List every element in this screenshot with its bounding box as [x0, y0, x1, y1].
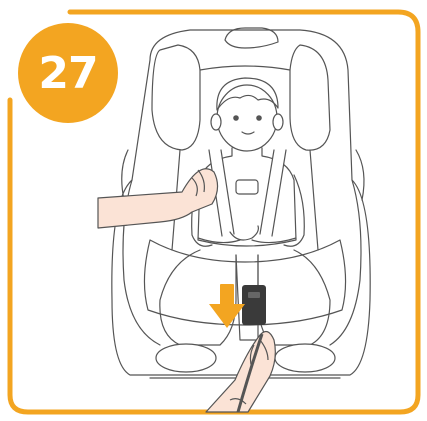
child-leg-right — [258, 250, 330, 345]
helper-hand-top — [98, 169, 218, 228]
seat-side-right — [330, 180, 361, 345]
step-badge: 27 — [18, 23, 118, 123]
step-number: 27 — [38, 52, 97, 96]
headrest-handle — [225, 28, 278, 48]
headrest-left-wing — [152, 45, 200, 150]
harness-strap-right — [266, 150, 280, 235]
headrest-right-wing — [290, 45, 330, 150]
chest-clip — [236, 180, 258, 194]
buckle — [242, 285, 266, 325]
